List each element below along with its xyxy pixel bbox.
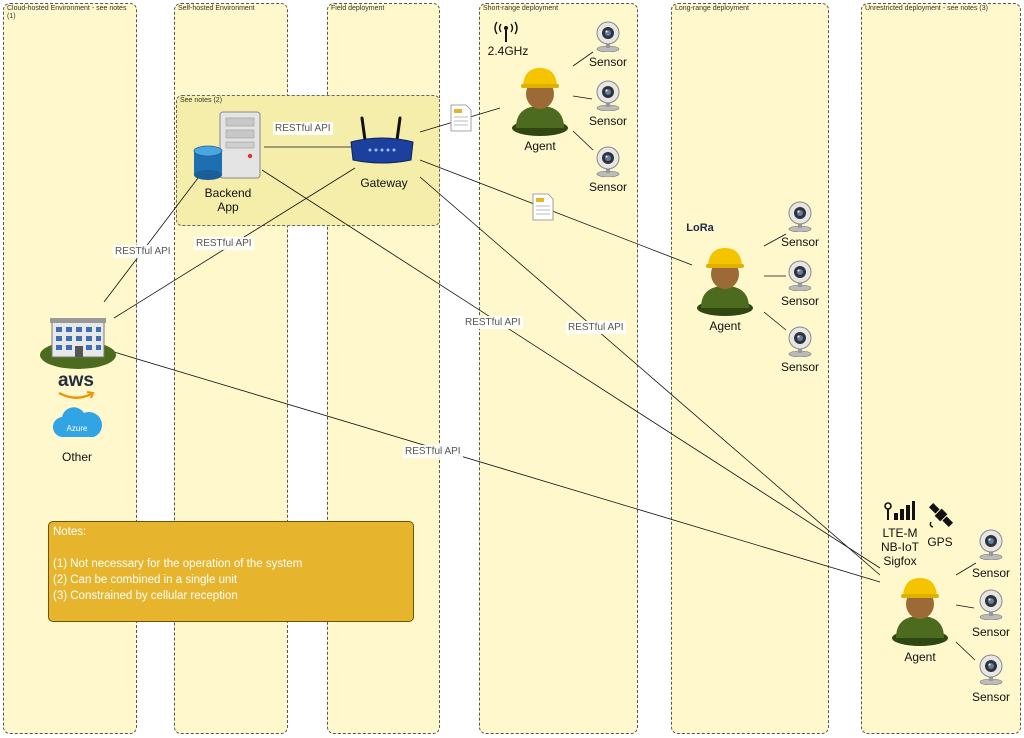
- sensor-label: Sensor: [971, 690, 1011, 704]
- agent-long-range: Agent: [693, 244, 757, 340]
- edge-cloud-backend: [103, 177, 199, 303]
- agent-label: Agent: [904, 650, 936, 664]
- note-item: (3) Constrained by cellular reception: [53, 590, 238, 602]
- sensor: Sensor: [967, 653, 1015, 705]
- message-document-icon: [450, 104, 472, 132]
- edge-label-restful-api: RESTful API: [463, 316, 523, 329]
- webcam-sensor-icon: [788, 326, 812, 357]
- backend-app-label: Backend App: [196, 186, 260, 214]
- agent-icon: [892, 578, 948, 646]
- cloud-other-label: Other: [61, 450, 92, 464]
- lane-title: Field deployment: [331, 5, 385, 12]
- edge-agent-sensor: [572, 130, 594, 151]
- sensor: Sensor: [776, 200, 824, 252]
- aws-smile-icon: [58, 391, 95, 399]
- azure-logo-text: Azure: [66, 424, 88, 433]
- lane-long-range: Long-range deployment: [671, 3, 829, 734]
- cloud-building-icon: [40, 318, 116, 369]
- agent-label: Agent: [524, 139, 556, 153]
- edge-agent-sensor: [955, 641, 976, 661]
- edge-agent-sensor: [572, 95, 593, 100]
- azure-cloud-icon: [52, 407, 102, 438]
- radio-24ghz-label: 2.4GHz: [487, 44, 529, 58]
- wireless-antenna-icon: [494, 21, 518, 42]
- database-icon: [193, 145, 223, 180]
- cellular-signal-icon: [884, 501, 915, 520]
- lane-unrestricted: Unrestricted deployment - see notes (3): [861, 3, 1021, 734]
- logo-text: aws: [58, 370, 94, 391]
- server-icon: [219, 111, 261, 179]
- webcam-sensor-icon: [596, 146, 620, 177]
- agent-icon: [697, 248, 753, 316]
- gateway-label: Gateway: [360, 176, 408, 190]
- aws-logo: aws: [54, 370, 98, 391]
- edge-gateway-agent-unrestricted: [419, 176, 881, 576]
- webcam-sensor-icon: [788, 201, 812, 232]
- sensor-label: Sensor: [588, 180, 628, 194]
- sensor-label: Sensor: [971, 566, 1011, 580]
- lane-title: Cloud-hosted Environment - see notes (1): [7, 5, 127, 20]
- edge-agent-sensor: [572, 51, 594, 67]
- sensor: Sensor: [584, 20, 632, 72]
- sensor: Sensor: [776, 325, 824, 377]
- message-document-icon: [532, 193, 554, 221]
- edge-backend-agent: [261, 169, 881, 569]
- webcam-sensor-icon: [788, 260, 812, 291]
- cellular-label: LTE-M NB-IoT Sigfox: [870, 526, 930, 568]
- note-item: (1) Not necessary for the operation of t…: [53, 558, 303, 570]
- sensor-label: Sensor: [588, 114, 628, 128]
- sensor-label: Sensor: [780, 360, 820, 374]
- sensor-label: Sensor: [780, 294, 820, 308]
- webcam-sensor-icon: [979, 654, 1003, 685]
- edge-label-restful-api: RESTful API: [566, 321, 626, 334]
- notes-spacer: [53, 540, 409, 556]
- edge-label-restful-api: RESTful API: [194, 237, 254, 250]
- router-icon: [350, 116, 414, 164]
- webcam-sensor-icon: [596, 80, 620, 111]
- agent-icon: [512, 68, 568, 136]
- lane-title: Long-range deployment: [675, 5, 749, 12]
- webcam-sensor-icon: [979, 589, 1003, 620]
- satellite-icon: [928, 502, 954, 528]
- edge-label-restful-api: RESTful API: [273, 122, 333, 135]
- node-label: Backend App: [204, 186, 252, 214]
- sensor-label: Sensor: [588, 55, 628, 69]
- webcam-sensor-icon: [979, 529, 1003, 560]
- edge-agent-sensor: [763, 311, 787, 331]
- gps-label: GPS: [927, 535, 953, 549]
- group-title: See notes (2): [180, 97, 223, 104]
- sensor: Sensor: [776, 259, 824, 311]
- agent-label: Agent: [709, 319, 741, 333]
- logo-text: LoRa: [686, 222, 714, 234]
- edge-gateway-agent-long: [419, 159, 693, 266]
- notes-box: Notes: (1) Not necessary for the operati…: [48, 521, 414, 622]
- lora-logo: LoRa: [682, 221, 718, 235]
- sensor: Sensor: [584, 79, 632, 131]
- edge-cloud-agent: [113, 351, 881, 583]
- notes-title: Notes:: [53, 526, 87, 538]
- note-item: (2) Can be combined in a single unit: [53, 574, 238, 586]
- webcam-sensor-icon: [596, 21, 620, 52]
- lane-title: Unrestricted deployment - see notes (3): [865, 5, 988, 12]
- edge-label-restful-api: RESTful API: [113, 245, 173, 258]
- agent-unrestricted: Agent: [888, 574, 952, 670]
- edge-label-restful-api: RESTful API: [403, 445, 463, 458]
- sensor-label: Sensor: [971, 625, 1011, 639]
- node-label: LTE-M NB-IoT Sigfox: [880, 526, 919, 568]
- edge-agent-sensor: [955, 604, 975, 609]
- edge-agent-sensor: [763, 233, 787, 247]
- edge-agent-sensor: [955, 562, 977, 576]
- sensor: Sensor: [967, 528, 1015, 580]
- sensor: Sensor: [967, 588, 1015, 640]
- agent-short-range: Agent: [508, 64, 572, 160]
- sensor: Sensor: [584, 145, 632, 197]
- lane-title: Short-range deployment: [483, 5, 559, 12]
- sensor-label: Sensor: [780, 235, 820, 249]
- lane-title: Self-hosted Environment: [178, 5, 255, 12]
